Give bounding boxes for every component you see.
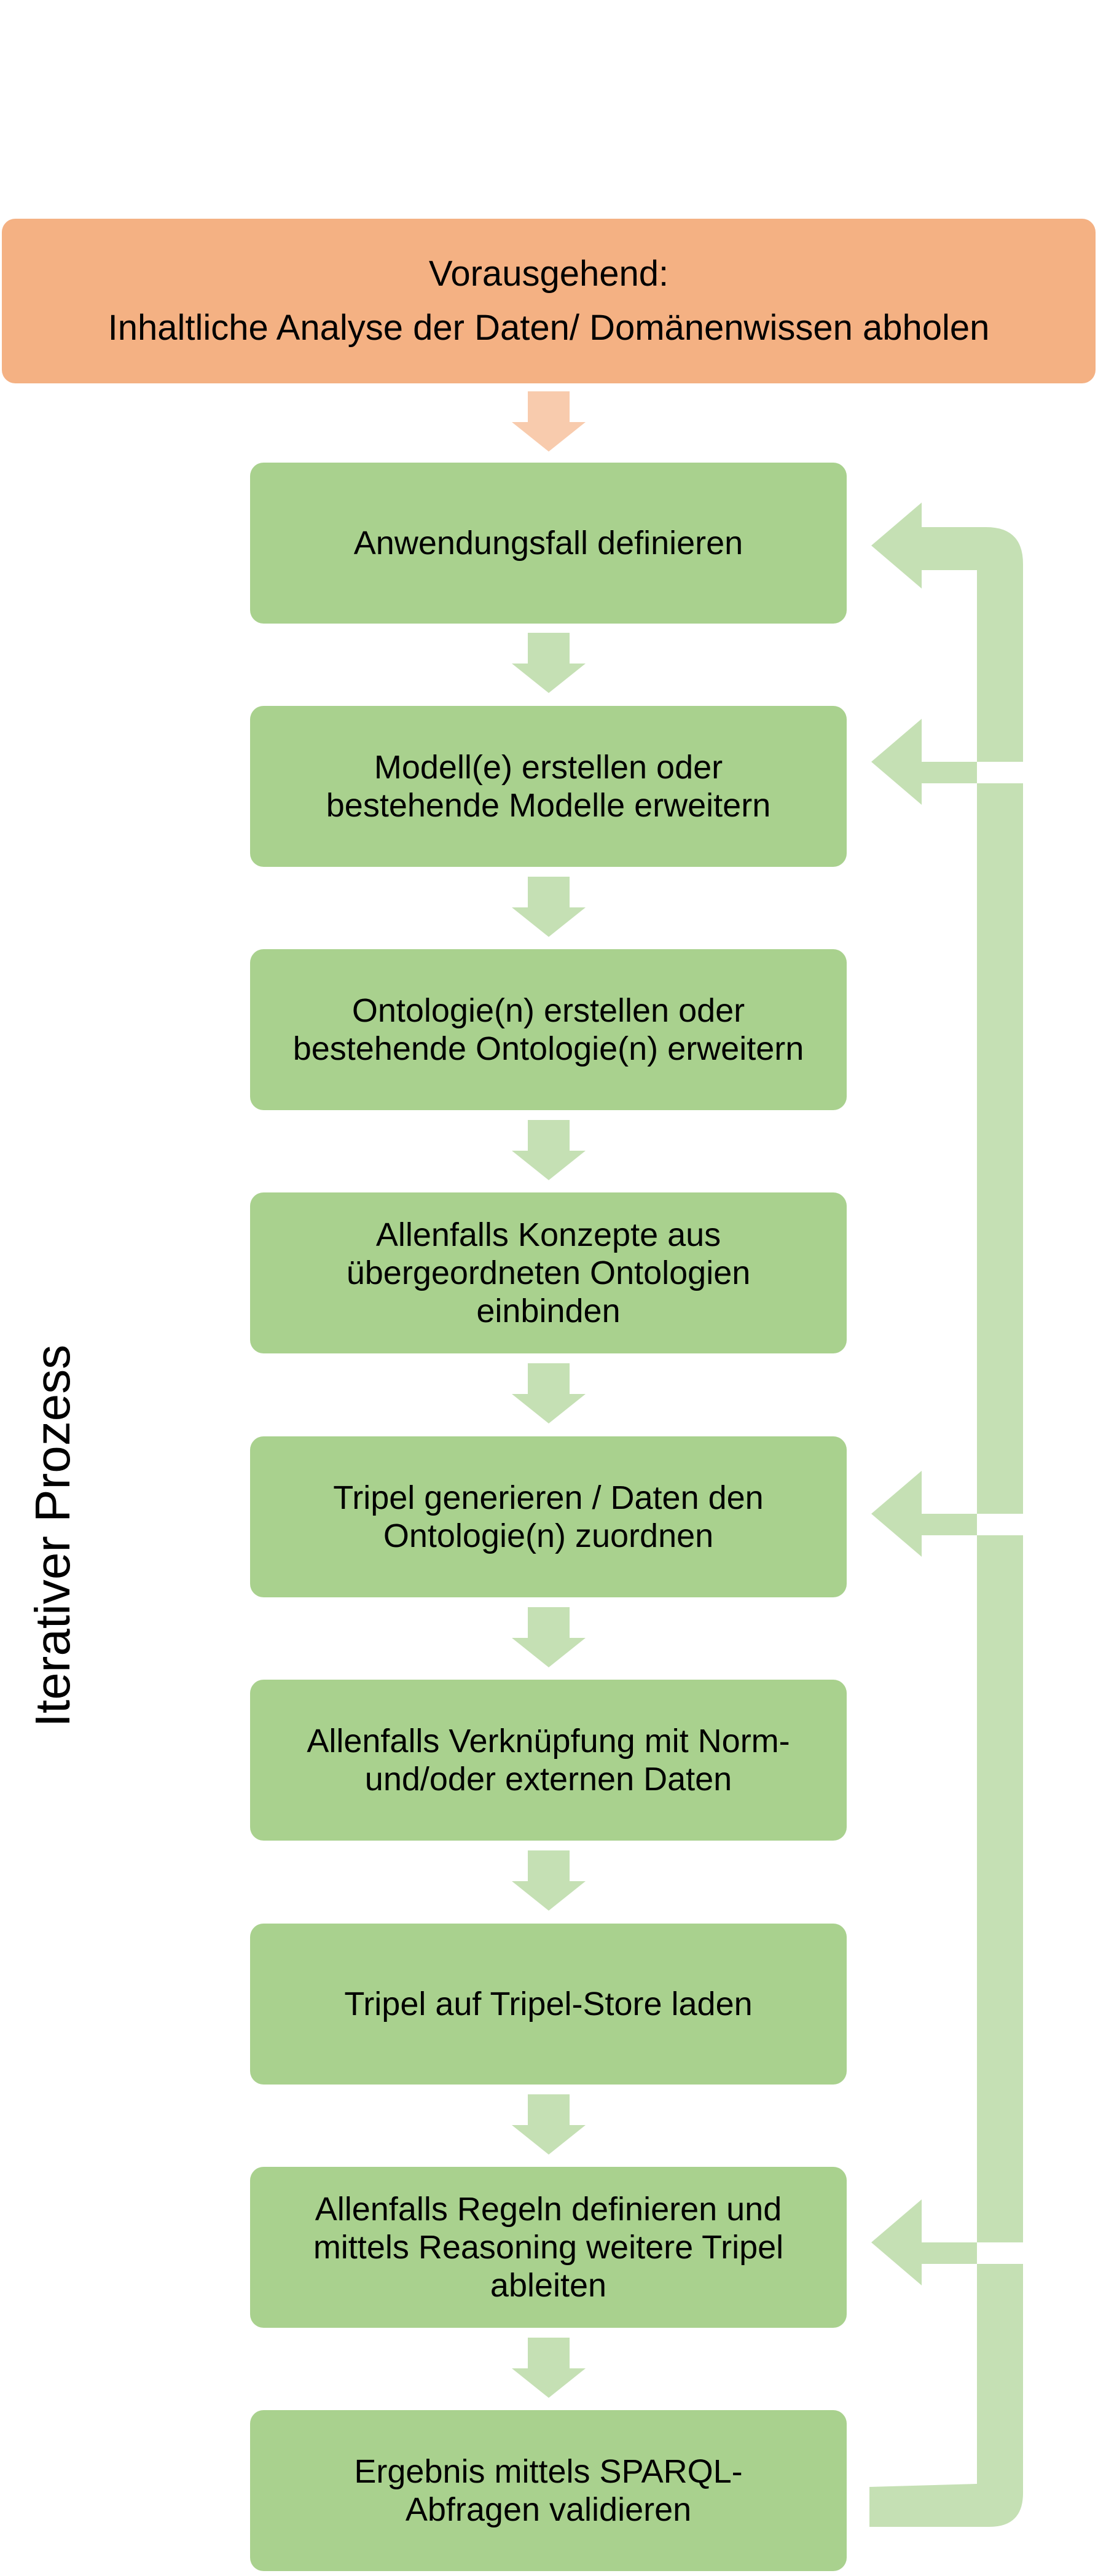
step-reasoning-rules: Allenfalls Regeln definieren und mittels… [250, 2167, 847, 2328]
down-arrow-step-5 [512, 1607, 586, 1667]
step-text-line: Allenfalls Verknüpfung mit Norm- [307, 1723, 790, 1760]
step-text-line: Ontologie(n) erstellen oder [351, 992, 745, 1029]
down-arrow-header [512, 391, 586, 452]
step-text-line: Allenfalls Konzepte aus [375, 1216, 721, 1253]
down-arrow-step-4 [512, 1363, 586, 1423]
down-arrow-step-3 [512, 1120, 586, 1180]
step-text-line: bestehende Ontologie(n) erweitern [292, 1030, 804, 1067]
step-text-line: Anwendungsfall definieren [353, 525, 743, 562]
step-text-line: Tripel generieren / Daten den [333, 1479, 764, 1516]
flow-arrows [512, 391, 586, 2398]
step-text-line: übergeordneten Ontologien [346, 1255, 751, 1291]
precondition-box: Vorausgehend: Inhaltliche Analyse der Da… [2, 219, 1096, 383]
step-text-line: einbinden [476, 1293, 621, 1329]
step-create-models: Modell(e) erstellen oder bestehende Mode… [250, 706, 847, 867]
down-arrow-step-8 [512, 2338, 586, 2398]
down-arrow-step-6 [512, 1850, 586, 1911]
step-load-triple-store: Tripel auf Tripel-Store laden [250, 1924, 847, 2085]
step-text-line: und/oder externen Daten [364, 1761, 732, 1798]
step-text-line: Allenfalls Regeln definieren und [315, 2191, 782, 2228]
step-include-concepts: Allenfalls Konzepte aus übergeordneten O… [250, 1192, 847, 1353]
step-define-use-case: Anwendungsfall definieren [250, 463, 847, 624]
down-arrow-step-2 [512, 877, 586, 937]
step-text-line: mittels Reasoning weitere Tripel [313, 2229, 784, 2266]
iterative-process-label: Iterativer Prozess [25, 1344, 80, 1728]
step-text-line: Ontologie(n) zuordnen [383, 1517, 714, 1554]
step-text-line: Abfragen validieren [405, 2491, 692, 2528]
step-generate-triples: Tripel generieren / Daten den Ontologie(… [250, 1436, 847, 1597]
down-arrow-step-1 [512, 633, 586, 693]
step-text-line: bestehende Modelle erweitern [326, 787, 771, 824]
precondition-text: Inhaltliche Analyse der Daten/ Domänenwi… [108, 308, 990, 348]
step-create-ontologies: Ontologie(n) erstellen oder bestehende O… [250, 949, 847, 1110]
step-link-external-data: Allenfalls Verknüpfung mit Norm- und/ode… [250, 1680, 847, 1841]
feedback-loop-arrow [869, 503, 1023, 2527]
step-text-line: Modell(e) erstellen oder [374, 749, 723, 786]
step-text-line: Ergebnis mittels SPARQL- [354, 2453, 743, 2490]
step-text-line: Tripel auf Tripel-Store laden [344, 1986, 753, 2022]
precondition-title: Vorausgehend: [428, 254, 669, 294]
step-text-line: ableiten [490, 2267, 607, 2304]
step-validate-sparql: Ergebnis mittels SPARQL- Abfragen validi… [250, 2410, 847, 2571]
down-arrow-step-7 [512, 2094, 586, 2155]
